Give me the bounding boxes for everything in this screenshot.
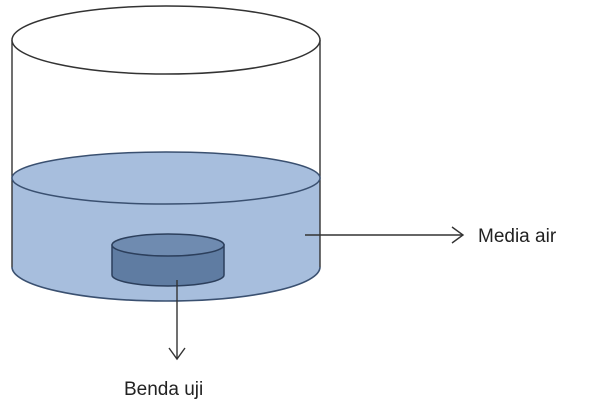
specimen-label: Benda uji — [124, 379, 203, 400]
water-arrow-head — [451, 226, 465, 244]
water-arrow — [305, 226, 465, 244]
specimen-top — [111, 233, 225, 257]
specimen-arrow — [168, 280, 186, 361]
specimen-arrow-head — [168, 347, 186, 361]
container-bottom — [11, 266, 321, 302]
specimen — [111, 233, 225, 287]
water-label: Media air — [478, 226, 557, 247]
water-surface — [11, 151, 321, 205]
container-top-rim — [11, 5, 321, 75]
